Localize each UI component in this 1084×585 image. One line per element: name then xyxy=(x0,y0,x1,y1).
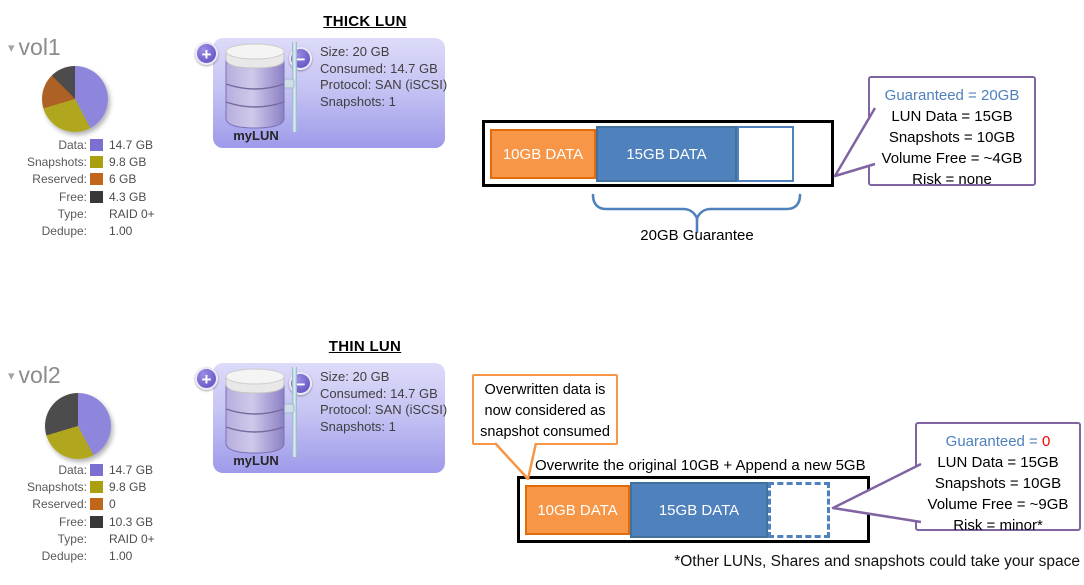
database-icon xyxy=(225,42,297,132)
callout-line: Risk = minor* xyxy=(953,517,1043,534)
legend-value: 6 GB xyxy=(109,172,137,187)
collapse-triangle-icon[interactable]: ▾ xyxy=(8,368,15,383)
thick-callout-pointer xyxy=(833,107,876,178)
legend-swatch xyxy=(90,139,103,151)
thin-callout: Guaranteed = 0 LUN Data = 15GB Snapshots… xyxy=(915,422,1081,534)
legend-value: 4.3 GB xyxy=(109,189,147,204)
legend-swatch xyxy=(90,464,103,476)
database-icon xyxy=(225,367,297,457)
guaranteed-value: 20GB xyxy=(980,87,1020,104)
legend-swatch xyxy=(90,481,103,494)
footnote: *Other LUNs, Shares and snapshots could … xyxy=(674,553,1080,570)
legend-value: RAID 0+ xyxy=(109,531,155,546)
lun-name-label: myLUN xyxy=(233,453,279,468)
thick-callout: Guaranteed = 20GB LUN Data = 15GB Snapsh… xyxy=(868,76,1036,188)
volume-name: vol1 xyxy=(18,34,61,60)
legend-label: Data: xyxy=(58,138,87,152)
lun-consumed: Consumed: 14.7 GB xyxy=(320,60,438,76)
legend-label: Free: xyxy=(58,189,87,204)
guaranteed-line: Guaranteed = 20GB xyxy=(870,85,1034,106)
callout-line: snapshot consumed xyxy=(480,424,610,440)
snapshot-consumed-segment: 10GB DATA xyxy=(490,129,596,179)
legend-swatch xyxy=(90,498,103,511)
guaranteed-line: Guaranteed = 0 xyxy=(917,431,1079,452)
legend-swatch xyxy=(90,515,103,528)
lun-size: Size: 20 GB xyxy=(320,44,390,59)
legend-value: 14.7 GB xyxy=(109,463,154,477)
callout-line: Volume Free = ~9GB xyxy=(927,496,1069,513)
lun-size: Size: 20 GB xyxy=(320,369,390,384)
callout-line: Snapshots = 10GB xyxy=(888,129,1016,146)
guaranteed-label: Guaranteed = xyxy=(945,433,1042,450)
lun-protocol: Protocol: SAN (iSCSI) xyxy=(320,402,448,417)
legend-label: Reserved: xyxy=(32,172,87,187)
legend-label: Reserved: xyxy=(32,497,87,512)
vol2-header[interactable]: ▾ vol2 xyxy=(8,364,61,387)
legend-value: RAID 0+ xyxy=(109,206,155,221)
guaranteed-value: 0 xyxy=(1041,433,1051,450)
thick-lun-title: THICK LUN xyxy=(323,13,407,30)
add-lun-button[interactable]: + xyxy=(195,367,218,390)
lun-data-segment: 15GB DATA xyxy=(630,482,768,538)
thin-callout-pointer xyxy=(831,462,922,524)
legend-swatch xyxy=(90,190,103,203)
overwrite-note: Overwrite the original 10GB + Append a n… xyxy=(535,457,866,474)
callout-line: Snapshots = 10GB xyxy=(934,475,1062,492)
legend-label: Snapshots: xyxy=(26,480,87,495)
legend-value: 9.8 GB xyxy=(109,155,147,170)
guarantee-brace xyxy=(591,193,802,234)
vol2-legend: Data: 14.7 GB Snapshots: 9.8 GB Reserved: 0… xyxy=(2,463,155,563)
legend-swatch xyxy=(90,156,103,169)
lun-data-segment: 15GB DATA xyxy=(596,126,737,182)
lun-snapshots: Snapshots: 1 xyxy=(320,93,396,109)
lun-name-label: myLUN xyxy=(233,128,279,143)
legend-value: 1.00 xyxy=(109,548,133,563)
legend-value: 9.8 GB xyxy=(109,480,147,495)
lun-consumed: Consumed: 14.7 GB xyxy=(320,385,438,401)
callout-line: Overwritten data is xyxy=(484,382,606,398)
callout-line: LUN Data = 15GB xyxy=(891,108,1013,125)
callout-line: Volume Free = ~4GB xyxy=(881,150,1023,167)
thin-lun-details: Size: 20 GB Consumed: 14.7 GB Protocol: … xyxy=(320,369,447,435)
legend-label: Dedupe: xyxy=(41,548,87,563)
legend-value: 1.00 xyxy=(109,223,133,238)
collapse-triangle-icon[interactable]: ▾ xyxy=(8,40,15,55)
lun-protocol: Protocol: SAN (iSCSI) xyxy=(320,77,448,92)
overwrite-callout: Overwritten data is now considered as sn… xyxy=(472,374,618,445)
guarantee-label: 20GB Guarantee xyxy=(640,227,754,244)
overwrite-callout-pointer xyxy=(494,442,538,481)
vol2-pie-chart xyxy=(45,393,111,459)
callout-line: LUN Data = 15GB xyxy=(937,454,1059,471)
callout-line: Risk = none xyxy=(912,171,992,188)
legend-label: Type: xyxy=(57,531,87,546)
thin-lun-title: THIN LUN xyxy=(328,338,402,355)
vol1-legend: Data: 14.7 GB Snapshots: 9.8 GB Reserved: 6… xyxy=(2,138,155,238)
vol1-header[interactable]: ▾ vol1 xyxy=(8,36,61,59)
guaranteed-label: Guaranteed = xyxy=(884,87,981,104)
legend-value: 0 xyxy=(109,497,116,512)
legend-label: Free: xyxy=(58,514,87,529)
thick-lun-details: Size: 20 GB Consumed: 14.7 GB Protocol: … xyxy=(320,44,447,110)
thin-capacity-bar: 10GB DATA 15GB DATA xyxy=(517,476,870,543)
lun-snapshots: Snapshots: 1 xyxy=(320,418,396,434)
legend-label: Dedupe: xyxy=(41,223,87,238)
legend-label: Snapshots: xyxy=(26,155,87,170)
legend-swatch xyxy=(90,173,103,186)
add-lun-button[interactable]: + xyxy=(195,42,218,65)
appended-free-segment xyxy=(768,482,830,538)
thick-capacity-bar: 10GB DATA 15GB DATA xyxy=(482,120,834,187)
volume-name: vol2 xyxy=(18,362,61,388)
callout-line: now considered as xyxy=(484,403,606,419)
legend-value: 10.3 GB xyxy=(109,514,154,529)
free-segment xyxy=(737,126,794,182)
legend-value: 14.7 GB xyxy=(109,138,154,152)
legend-label: Data: xyxy=(58,463,87,477)
legend-label: Type: xyxy=(57,206,87,221)
snapshot-consumed-segment: 10GB DATA xyxy=(525,485,630,535)
vol1-pie-chart xyxy=(42,66,108,132)
